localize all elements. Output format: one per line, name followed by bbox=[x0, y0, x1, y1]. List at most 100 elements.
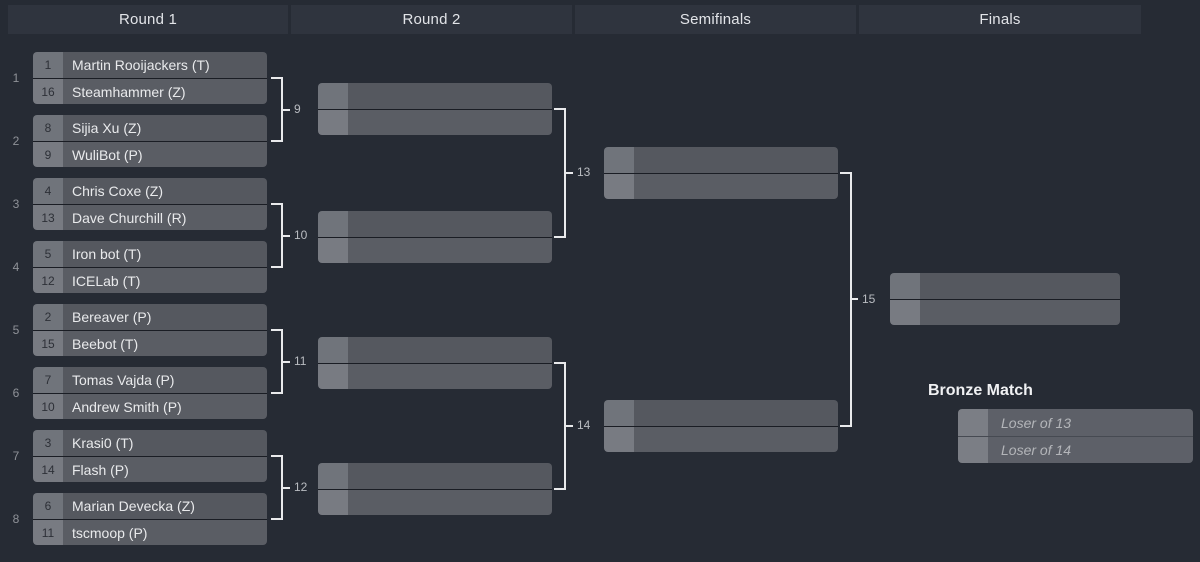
seed-badge bbox=[958, 437, 988, 463]
round-header-round2: Round 2 bbox=[291, 5, 572, 34]
round1-match-3[interactable]: 4 Chris Coxe (Z) 13 Dave Churchill (R) bbox=[33, 178, 267, 230]
bronze-player-name: Loser of 14 bbox=[988, 437, 1193, 463]
match-row-number: 1 bbox=[12, 71, 20, 85]
player-name-empty bbox=[348, 238, 552, 263]
seed-badge: 14 bbox=[33, 457, 63, 482]
round1-match-1[interactable]: 1 Martin Rooijackers (T) 16 Steamhammer … bbox=[33, 52, 267, 104]
round1-match-5[interactable]: 2 Bereaver (P) 15 Beebot (T) bbox=[33, 304, 267, 356]
player-name: WuliBot (P) bbox=[63, 142, 267, 167]
connector-tail bbox=[282, 109, 290, 111]
player-slot[interactable]: 15 Beebot (T) bbox=[33, 330, 267, 356]
seed-badge bbox=[318, 463, 348, 489]
player-slot[interactable]: 7 Tomas Vajda (P) bbox=[33, 367, 267, 393]
player-name: tscmoop (P) bbox=[63, 520, 267, 545]
match-number-label: 14 bbox=[577, 418, 591, 432]
player-name-empty bbox=[348, 364, 552, 389]
match-row-number: 6 bbox=[12, 386, 20, 400]
player-name-empty bbox=[920, 273, 1120, 299]
seed-badge bbox=[890, 273, 920, 299]
match-number-label: 11 bbox=[294, 354, 307, 368]
match-number-label: 9 bbox=[294, 102, 301, 116]
bronze-player-slot[interactable]: Loser of 13 bbox=[958, 409, 1193, 436]
player-name-empty bbox=[348, 83, 552, 109]
finals-match-15[interactable] bbox=[890, 273, 1120, 325]
round2-match-10[interactable] bbox=[318, 211, 552, 263]
semifinal-match-13[interactable] bbox=[604, 147, 838, 199]
player-slot[interactable]: 2 Bereaver (P) bbox=[33, 304, 267, 330]
player-slot[interactable]: 13 Dave Churchill (R) bbox=[33, 204, 267, 230]
player-name: Sijia Xu (Z) bbox=[63, 115, 267, 141]
seed-badge bbox=[958, 409, 988, 436]
player-name-empty bbox=[348, 490, 552, 515]
player-name: Andrew Smith (P) bbox=[63, 394, 267, 419]
round1-match-7[interactable]: 3 Krasi0 (T) 14 Flash (P) bbox=[33, 430, 267, 482]
match-row-number: 2 bbox=[12, 134, 20, 148]
player-slot[interactable]: 12 ICELab (T) bbox=[33, 267, 267, 293]
seed-badge: 12 bbox=[33, 268, 63, 293]
player-name: Martin Rooijackers (T) bbox=[63, 52, 267, 78]
seed-badge bbox=[318, 211, 348, 237]
seed-badge bbox=[318, 490, 348, 515]
seed-badge: 4 bbox=[33, 178, 63, 204]
round1-match-6[interactable]: 7 Tomas Vajda (P) 10 Andrew Smith (P) bbox=[33, 367, 267, 419]
match-number-label: 12 bbox=[294, 480, 308, 494]
player-slot[interactable]: 1 Martin Rooijackers (T) bbox=[33, 52, 267, 78]
player-name: Tomas Vajda (P) bbox=[63, 367, 267, 393]
seed-badge: 10 bbox=[33, 394, 63, 419]
round1-match-4[interactable]: 5 Iron bot (T) 12 ICELab (T) bbox=[33, 241, 267, 293]
player-slot[interactable]: 4 Chris Coxe (Z) bbox=[33, 178, 267, 204]
seed-badge bbox=[604, 174, 634, 199]
player-name: Flash (P) bbox=[63, 457, 267, 482]
player-slot[interactable]: 11 tscmoop (P) bbox=[33, 519, 267, 545]
player-name-empty bbox=[920, 300, 1120, 325]
player-name-empty bbox=[634, 174, 838, 199]
player-slot[interactable]: 14 Flash (P) bbox=[33, 456, 267, 482]
player-slot[interactable]: 10 Andrew Smith (P) bbox=[33, 393, 267, 419]
bronze-match[interactable]: Loser of 13 Loser of 14 bbox=[958, 409, 1193, 463]
round1-match-2[interactable]: 8 Sijia Xu (Z) 9 WuliBot (P) bbox=[33, 115, 267, 167]
connector-tail bbox=[282, 361, 290, 363]
player-slot[interactable]: 9 WuliBot (P) bbox=[33, 141, 267, 167]
player-name-empty bbox=[348, 110, 552, 135]
round2-match-9[interactable] bbox=[318, 83, 552, 135]
round-header-semifinals: Semifinals bbox=[575, 5, 856, 34]
connector-tail bbox=[850, 298, 858, 300]
round2-match-11[interactable] bbox=[318, 337, 552, 389]
player-name-empty bbox=[348, 337, 552, 363]
seed-badge bbox=[318, 364, 348, 389]
round-header-finals: Finals bbox=[859, 5, 1141, 34]
player-slot[interactable]: 16 Steamhammer (Z) bbox=[33, 78, 267, 104]
player-name: Chris Coxe (Z) bbox=[63, 178, 267, 204]
player-name: Marian Devecka (Z) bbox=[63, 493, 267, 519]
seed-badge: 9 bbox=[33, 142, 63, 167]
connector-tail bbox=[565, 425, 573, 427]
seed-badge: 13 bbox=[33, 205, 63, 230]
player-slot[interactable]: 3 Krasi0 (T) bbox=[33, 430, 267, 456]
bronze-player-slot[interactable]: Loser of 14 bbox=[958, 436, 1193, 463]
seed-badge: 5 bbox=[33, 241, 63, 267]
match-row-number: 4 bbox=[12, 260, 20, 274]
player-name: Iron bot (T) bbox=[63, 241, 267, 267]
player-slot[interactable]: 8 Sijia Xu (Z) bbox=[33, 115, 267, 141]
seed-badge bbox=[604, 400, 634, 426]
seed-badge bbox=[318, 83, 348, 109]
seed-badge: 3 bbox=[33, 430, 63, 456]
bronze-match-title: Bronze Match bbox=[928, 382, 1033, 399]
player-slot[interactable]: 5 Iron bot (T) bbox=[33, 241, 267, 267]
bronze-player-name: Loser of 13 bbox=[988, 409, 1193, 436]
match-number-label: 13 bbox=[577, 165, 591, 179]
semifinal-match-14[interactable] bbox=[604, 400, 838, 452]
seed-badge: 7 bbox=[33, 367, 63, 393]
seed-badge: 1 bbox=[33, 52, 63, 78]
connector-tail bbox=[282, 235, 290, 237]
seed-badge: 16 bbox=[33, 79, 63, 104]
round2-match-12[interactable] bbox=[318, 463, 552, 515]
match-row-number: 5 bbox=[12, 323, 20, 337]
round1-match-8[interactable]: 6 Marian Devecka (Z) 11 tscmoop (P) bbox=[33, 493, 267, 545]
player-name: Steamhammer (Z) bbox=[63, 79, 267, 104]
seed-badge: 8 bbox=[33, 115, 63, 141]
match-number-label: 15 bbox=[862, 292, 876, 306]
seed-badge bbox=[890, 300, 920, 325]
player-slot[interactable]: 6 Marian Devecka (Z) bbox=[33, 493, 267, 519]
